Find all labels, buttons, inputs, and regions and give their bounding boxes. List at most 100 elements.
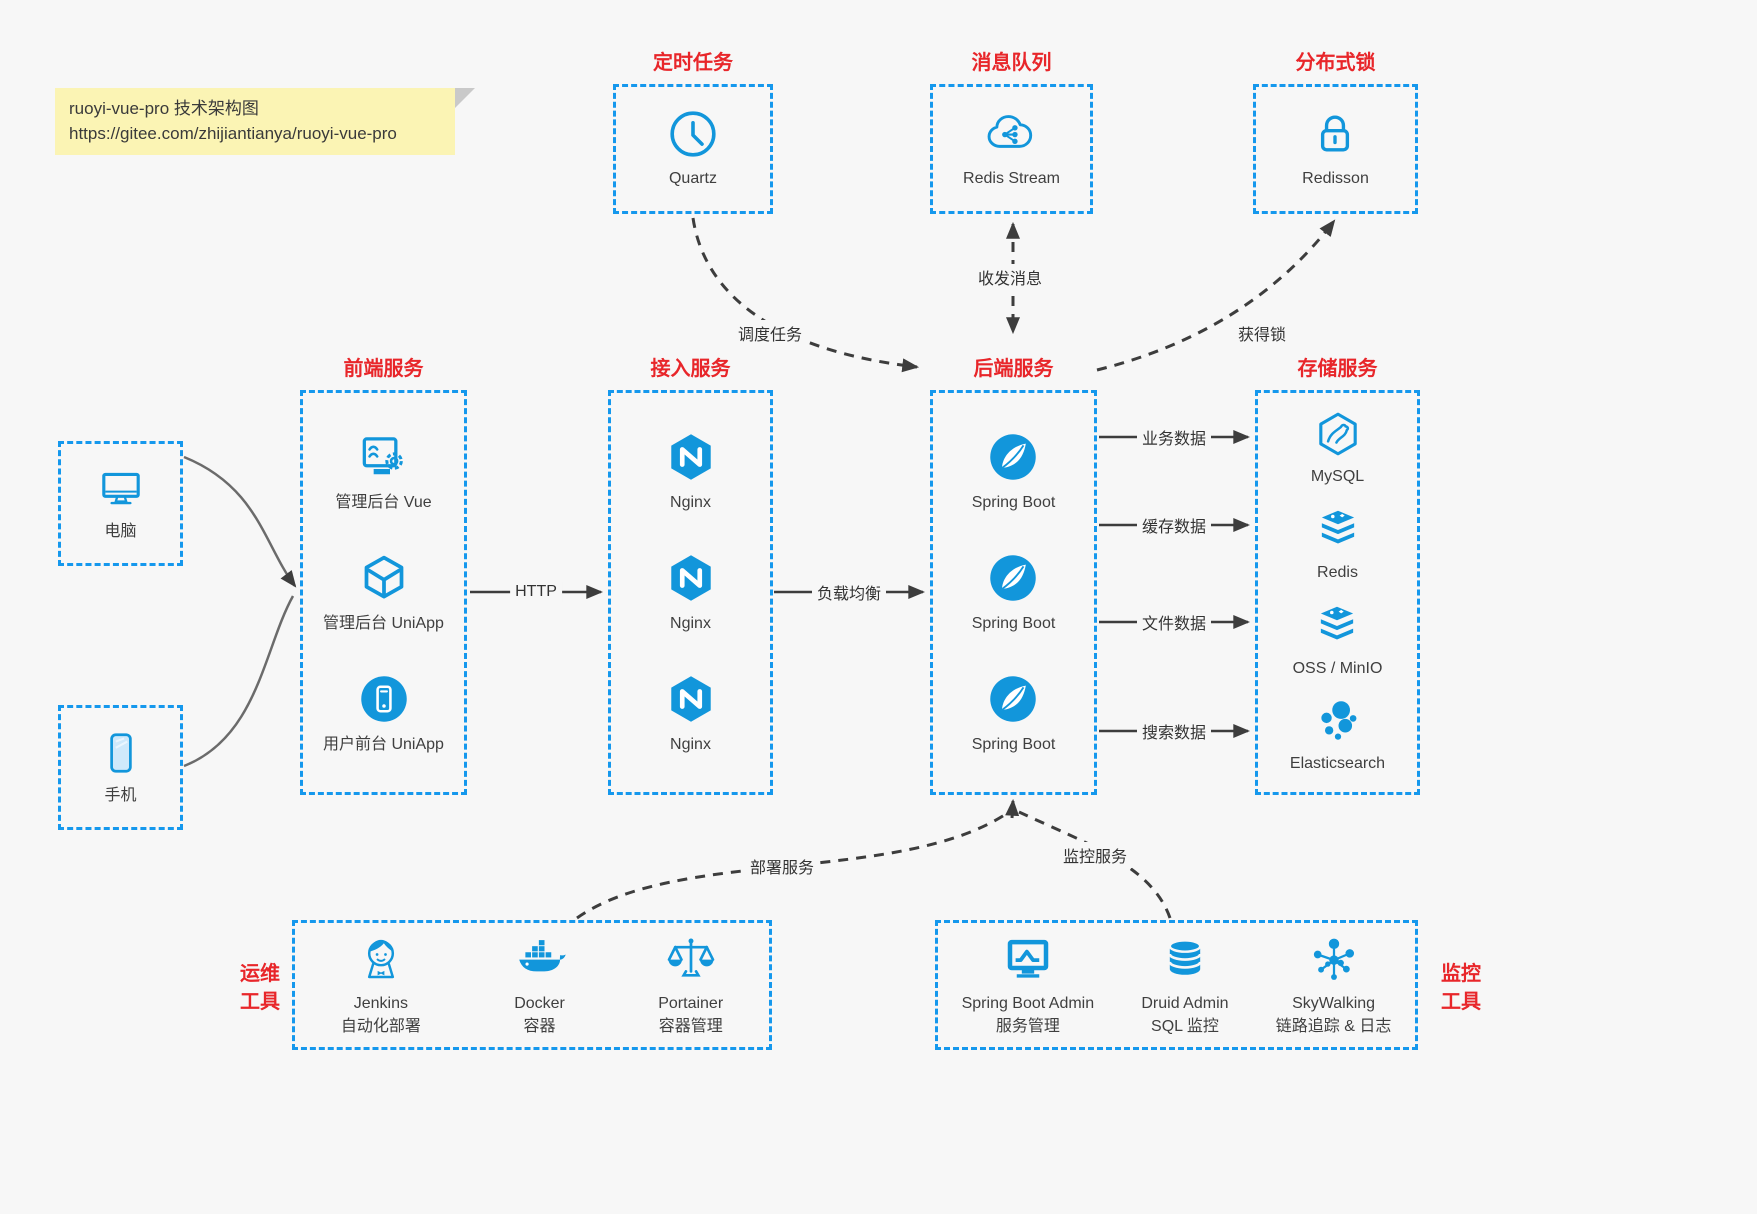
group-distributed-lock: 分布式锁 Redisson — [1253, 46, 1418, 214]
group-frontend-services: 前端服务 管理后台 Vue 管理后台 UniApp 用户前台 UniApp — [300, 352, 467, 795]
node-jenkins: Jenkins 自动化部署 — [341, 932, 421, 1038]
lock-icon — [1308, 107, 1362, 161]
node-label: 电脑 — [104, 522, 137, 540]
group-title-distributed-lock: 分布式锁 — [1295, 52, 1376, 74]
edge-label-http: HTTP — [510, 582, 562, 602]
group-message-queue: 消息队列 Redis Stream — [930, 46, 1093, 214]
node-sublabel: 容器管理 — [658, 1017, 723, 1035]
group-backend-services: 后端服务 Spring Boot Spring Boot Spring Boot — [930, 352, 1097, 795]
spring-boot-icon — [985, 550, 1041, 606]
ops-tools-label: 运维 工具 — [236, 960, 284, 1016]
mysql-icon — [1313, 409, 1363, 459]
edge-acquire-lock — [1096, 219, 1336, 372]
edge-label-deploy-service: 部署服务 — [744, 853, 820, 879]
network-hub-icon — [1307, 932, 1361, 986]
monitor-tools-label-line1: 监控 — [1441, 963, 1481, 985]
smartphone-icon — [96, 728, 146, 778]
nginx-icon — [663, 429, 719, 485]
monitor-tools-label-line2: 工具 — [1441, 991, 1481, 1013]
group-title-backend: 后端服务 — [973, 358, 1054, 380]
node-label: Druid Admin — [1141, 995, 1229, 1013]
node-sublabel: SQL 监控 — [1151, 1017, 1219, 1035]
node-sublabel: 容器 — [523, 1017, 556, 1035]
database-icon — [1158, 932, 1212, 986]
node-label: Redisson — [1302, 170, 1369, 188]
ops-tools-label-line1: 运维 — [240, 963, 280, 985]
edge-phone-to-frontend — [183, 595, 295, 768]
storage-stack-icon — [1312, 601, 1362, 651]
nginx-icon — [663, 671, 719, 727]
group-title-access: 接入服务 — [650, 358, 731, 380]
node-skywalking: SkyWalking 链路追踪 & 日志 — [1276, 932, 1391, 1038]
node-label: 管理后台 Vue — [335, 493, 432, 511]
node-label: 用户前台 UniApp — [323, 735, 444, 753]
node-label: OSS / MinIO — [1292, 659, 1383, 677]
edge-pc-to-frontend — [183, 455, 297, 588]
node-label: Elasticsearch — [1289, 755, 1386, 773]
node-springboot-3: Spring Boot — [971, 671, 1056, 756]
storage-stack-icon — [1313, 505, 1363, 555]
node-docker: Docker 容器 — [513, 932, 567, 1038]
scales-icon — [664, 932, 718, 986]
admin-dashboard-icon — [355, 429, 411, 485]
desktop-icon — [96, 464, 146, 514]
edge-label-load-balance: 负载均衡 — [811, 579, 887, 605]
node-elasticsearch: Elasticsearch — [1290, 696, 1385, 775]
node-label: SkyWalking — [1292, 995, 1376, 1013]
edge-schedule-task — [691, 217, 920, 373]
group-monitor-tools: Spring Boot Admin 服务管理 Druid Admin SQL 监… — [935, 920, 1418, 1050]
node-label: Nginx — [670, 493, 711, 511]
group-title-frontend: 前端服务 — [343, 358, 424, 380]
note-url: https://gitee.com/zhijiantianya/ruoyi-vu… — [69, 123, 397, 143]
node-label: Nginx — [670, 735, 711, 753]
node-oss-minio: OSS / MinIO — [1292, 601, 1383, 680]
edge-label-cache-data: 缓存数据 — [1136, 512, 1212, 538]
node-label: 管理后台 UniApp — [323, 614, 444, 632]
node-redisson: Redisson — [1302, 107, 1369, 190]
group-scheduled-task: 定时任务 Quartz — [613, 46, 773, 214]
edge-label-search-data: 搜索数据 — [1136, 718, 1212, 744]
node-label: MySQL — [1310, 468, 1365, 486]
node-user-uniapp: 用户前台 UniApp — [323, 671, 444, 756]
node-phone: 手机 — [96, 728, 146, 807]
node-nginx-1: Nginx — [663, 429, 719, 514]
node-sublabel: 自动化部署 — [340, 1017, 421, 1035]
node-druid-admin: Druid Admin SQL 监控 — [1141, 932, 1229, 1038]
note-fold-corner — [455, 88, 475, 108]
node-sublabel: 服务管理 — [995, 1017, 1060, 1035]
node-label: 手机 — [104, 786, 137, 804]
edge-label-acquire-lock: 获得锁 — [1232, 320, 1292, 346]
node-springboot-2: Spring Boot — [971, 550, 1056, 635]
cube-icon — [356, 550, 412, 606]
group-title-scheduled-task: 定时任务 — [653, 52, 733, 74]
cloud-stream-icon — [984, 107, 1038, 161]
node-admin-vue: 管理后台 Vue — [335, 429, 432, 514]
edge-label-send-receive-msg: 收发消息 — [972, 264, 1048, 290]
phone-circle-icon — [356, 671, 412, 727]
group-title-message-queue: 消息队列 — [971, 52, 1052, 74]
jenkins-icon — [354, 932, 408, 986]
node-pc: 电脑 — [96, 464, 146, 543]
edge-label-monitor-service: 监控服务 — [1057, 842, 1133, 868]
node-quartz: Quartz — [666, 107, 720, 190]
note-title: ruoyi-vue-pro 技术架构图 — [69, 99, 259, 118]
edge-label-business-data: 业务数据 — [1136, 424, 1212, 450]
spring-boot-icon — [985, 429, 1041, 485]
node-spring-boot-admin: Spring Boot Admin 服务管理 — [961, 932, 1095, 1038]
node-springboot-1: Spring Boot — [972, 429, 1055, 514]
node-label: Spring Boot — [971, 614, 1056, 632]
edge-label-file-data: 文件数据 — [1136, 609, 1212, 635]
group-ops-tools: Jenkins 自动化部署 Docker 容器 Portainer 容器管理 — [292, 920, 772, 1050]
docker-icon — [513, 932, 567, 986]
node-redis: Redis — [1313, 505, 1363, 584]
node-nginx-2: Nginx — [663, 550, 719, 635]
group-access-services: 接入服务 Nginx Nginx Nginx — [608, 352, 773, 795]
node-label: Nginx — [670, 614, 711, 632]
node-portainer: Portainer 容器管理 — [658, 932, 723, 1038]
node-admin-uniapp: 管理后台 UniApp — [323, 550, 444, 635]
node-label: Spring Boot Admin — [961, 995, 1095, 1013]
sticky-note: ruoyi-vue-pro 技术架构图 https://gitee.com/zh… — [55, 88, 475, 156]
node-label: Spring Boot — [971, 735, 1056, 753]
node-label: Redis Stream — [963, 170, 1060, 188]
